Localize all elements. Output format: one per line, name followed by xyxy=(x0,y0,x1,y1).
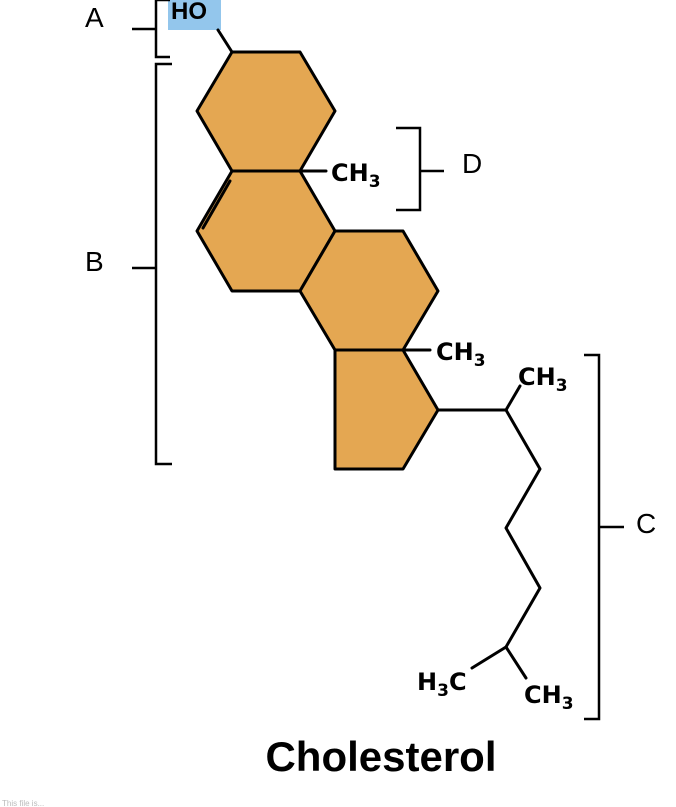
bracket-c xyxy=(584,353,601,721)
side-chain-methyl-label: CH3 xyxy=(518,363,568,396)
hydroxyl-label: HO xyxy=(171,0,207,25)
footnote: This file is... xyxy=(2,799,44,807)
terminal-bond-right xyxy=(504,645,528,680)
methyl-label-lower: CH3 xyxy=(436,338,486,371)
bracket-a xyxy=(154,0,170,59)
ring-d xyxy=(333,348,440,471)
terminal-bond-left xyxy=(470,645,508,670)
diagram-title: Cholesterol xyxy=(265,733,496,780)
ring-a xyxy=(195,50,337,173)
bracket-b xyxy=(154,62,172,466)
label-d: D xyxy=(462,148,482,179)
side-chain xyxy=(436,408,542,649)
terminal-methyl-left: H3C xyxy=(417,668,467,701)
side-chain-methyl-bond xyxy=(504,384,522,412)
double-bond-line xyxy=(201,179,232,230)
hydroxyl-bond xyxy=(216,28,234,54)
bracket-d xyxy=(396,126,422,212)
methyl-label-upper: CH3 xyxy=(331,159,381,192)
terminal-methyl-right: CH3 xyxy=(524,681,574,714)
hydroxyl-highlight xyxy=(168,0,221,30)
label-c: C xyxy=(636,508,656,539)
label-a: A xyxy=(85,2,104,33)
label-b: B xyxy=(85,246,104,277)
